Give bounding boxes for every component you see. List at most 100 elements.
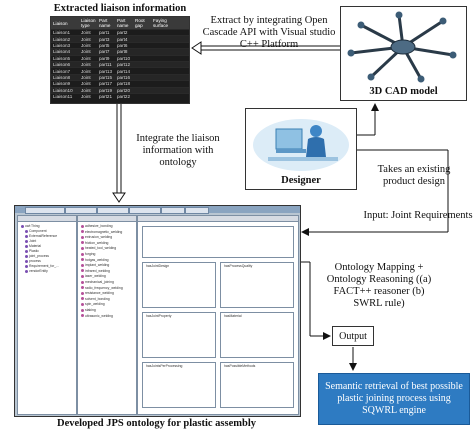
designer-box: Designer [245,108,357,190]
table-cell: part4 [117,36,128,42]
instance-list-item[interactable]: ultrasonic_welding [81,314,113,318]
table-cell: Joint [81,36,91,42]
property-label: hasProcessQuality [224,264,253,268]
property-box: hasJointsPerProcessing [142,362,216,408]
instance-icon [81,291,84,295]
instance-list-item[interactable]: implant_welding [81,263,109,267]
table-cell: Liaison2 [53,36,71,42]
instance-icon [81,241,84,245]
table-cell: part10 [117,55,131,61]
table-cell: Liaison10 [53,87,73,93]
instance-list-item[interactable]: electromagnetic_welding [81,230,122,234]
ontology-tabbar [15,206,300,214]
instance-icon [81,235,84,239]
instance-icon [81,303,84,306]
col-header: Part name [117,18,129,28]
instance-icon [81,308,84,312]
table-cell: part5 [99,42,110,48]
liaison-table-header: Liaison Liaison type Part name Part name… [51,17,189,29]
class-icon [25,254,28,258]
table-cell: part18 [117,81,131,87]
table-cell: Joint [81,81,91,87]
instance-list-item[interactable]: radio_frequency_welding [81,286,123,290]
class-tree-item[interactable]: process [25,259,41,263]
table-cell: part15 [99,74,113,80]
table-cell: Liaison1 [53,30,71,36]
property-box: hasProcessQuality [220,262,294,308]
table-cell: Liaison9 [53,81,71,87]
property-box: hasPossibleMethods [220,362,294,408]
instance-list-item[interactable]: solvent_bonding [81,297,110,301]
instance-list-item[interactable]: staking [81,308,96,312]
instance-list-item[interactable]: heated_tool_welding [81,246,116,250]
class-icon [25,259,28,263]
instance-list-item[interactable]: forging [81,252,95,256]
class-tree-item[interactable]: Plastic [25,249,39,253]
table-cell: part6 [117,42,128,48]
table-row: Liaison9 Joint part17 part18 [51,80,189,86]
designer-label: Designer [281,175,321,186]
class-icon [25,229,28,233]
table-cell: part17 [99,81,113,87]
class-tree-item[interactable]: Joint [25,239,36,243]
instance-icon [81,258,84,262]
table-cell: part22 [117,94,131,100]
table-cell: part7 [99,49,110,55]
liaison-title: Extracted liaison information [53,3,187,14]
instance-list-item[interactable]: infrared_welding [81,269,110,273]
instance-list-item[interactable]: extrusion_welding [81,235,112,239]
col-header: Part name [99,18,111,28]
instance-list-item[interactable]: laser_welding [81,274,106,278]
class-icon [25,264,28,268]
table-cell: Joint [81,49,91,55]
class-icon [25,249,28,253]
class-tree-item[interactable]: owl:Thing [21,224,40,228]
class-tree-item[interactable]: Material [25,244,41,248]
instance-icon [81,263,84,267]
class-tree-item[interactable]: Component [25,229,47,233]
instance-list-item[interactable]: friction_welding [81,241,108,245]
semantic-retrieval-box: Semantic retrieval of best possible plas… [318,373,470,425]
class-tree-item[interactable]: vendorEntity [25,269,48,273]
table-cell: Liaison4 [53,49,71,55]
col-header: Liaison type [81,18,96,28]
class-tree-item[interactable]: Requirement_for_... [25,264,59,268]
property-label: hasJointProperty [146,314,172,318]
instance-icon [81,224,84,228]
instance-icon [81,280,84,284]
mapping-label: Ontology Mapping + Ontology Reasoning ((… [326,262,432,309]
col-header: Root gap [135,18,145,28]
instance-icon [81,275,84,278]
table-cell: part11 [99,62,112,68]
table-cell: part9 [99,55,110,61]
cad-model-image [347,11,457,83]
liaison-table: Liaison Liaison type Part name Part name… [50,16,190,104]
instance-list-item[interactable]: spin_welding [81,302,105,306]
table-cell: Joint [81,74,91,80]
table-cell: part20 [117,87,131,93]
table-cell: Joint [81,62,91,68]
class-tree-item[interactable]: joint_process [25,254,49,258]
instance-list-item[interactable]: hotgas_welding [81,258,109,262]
instance-list-item[interactable]: adhesive_bonding [81,224,113,228]
table-cell: Joint [81,55,91,61]
table-cell: Liaison6 [53,62,71,68]
instance-list-item[interactable]: resistance_welding [81,291,114,295]
instance-list-item[interactable]: mechanical_joining [81,280,114,284]
output-box: Output [332,326,374,346]
table-cell: Joint [81,42,91,48]
table-cell: Joint [81,94,91,100]
col-header: Faying surface [153,18,169,28]
class-tree-item[interactable]: ExternalReference [25,234,57,238]
property-box: hasMaterial [220,312,294,358]
